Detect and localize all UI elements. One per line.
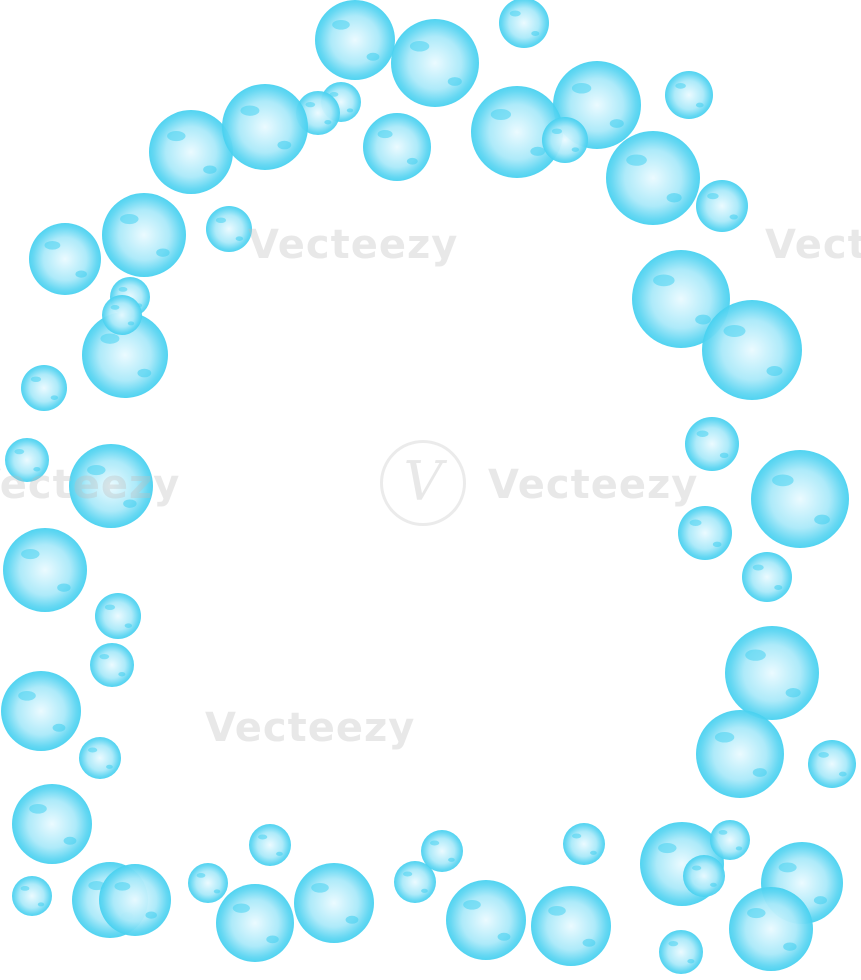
bubble — [149, 110, 233, 194]
bubble — [3, 528, 87, 612]
bubble — [542, 117, 588, 163]
bubble — [683, 855, 725, 897]
bubble — [99, 864, 171, 936]
bubble — [659, 930, 703, 974]
bubble — [446, 880, 526, 960]
watermark-logo: V — [380, 440, 466, 526]
bubble — [499, 0, 549, 48]
bubble — [79, 737, 121, 779]
bubble — [12, 784, 92, 864]
bubble — [394, 861, 436, 903]
bubble — [249, 824, 291, 866]
bubble — [696, 180, 748, 232]
bubble — [391, 19, 479, 107]
bubble — [665, 71, 713, 119]
bubble — [216, 884, 294, 962]
bubble — [69, 444, 153, 528]
bubble — [751, 450, 849, 548]
bubble — [90, 643, 134, 687]
bubble — [95, 593, 141, 639]
bubble — [696, 710, 784, 798]
bubble — [315, 0, 395, 80]
bubble — [21, 365, 67, 411]
bubble — [471, 86, 563, 178]
bubble — [206, 206, 252, 252]
bubble — [294, 863, 374, 943]
bubble — [5, 438, 49, 482]
bubble — [725, 626, 819, 720]
bubble — [421, 830, 463, 872]
bubble — [363, 113, 431, 181]
bubble — [563, 823, 605, 865]
bubble — [102, 193, 186, 277]
bubble — [82, 312, 168, 398]
bubble — [742, 552, 792, 602]
bubble — [729, 887, 813, 971]
bubble — [606, 131, 700, 225]
bubble — [222, 84, 308, 170]
bubble — [685, 417, 739, 471]
bubble — [632, 250, 730, 348]
bubble — [12, 876, 52, 916]
bubble — [808, 740, 856, 788]
bubble — [702, 300, 802, 400]
bubble — [188, 863, 228, 903]
bubble — [531, 886, 611, 966]
bubble — [710, 820, 750, 860]
bubble — [29, 223, 101, 295]
bubble — [678, 506, 732, 560]
bubble — [1, 671, 81, 751]
bubble — [102, 295, 142, 335]
